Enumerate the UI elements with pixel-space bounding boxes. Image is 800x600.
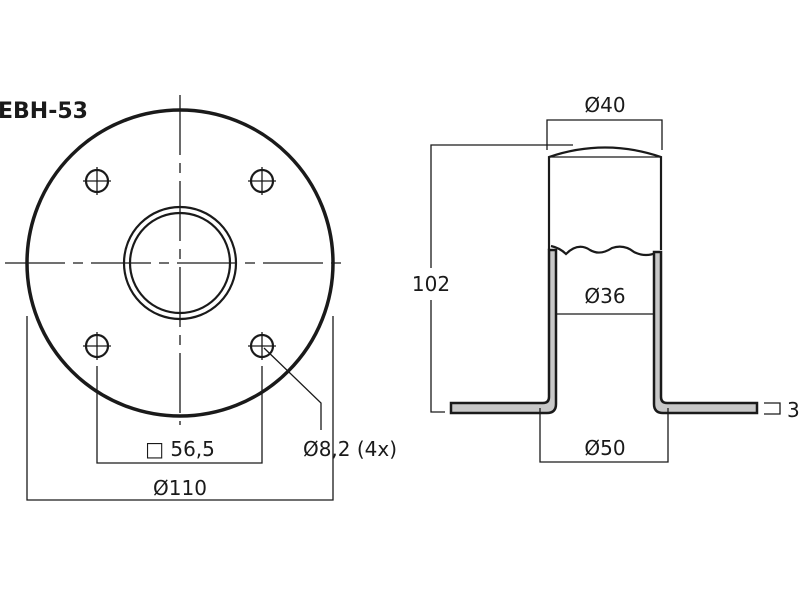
tube-outer-circle xyxy=(122,205,238,321)
bolt-holes xyxy=(83,167,276,360)
bolt-hole xyxy=(248,167,276,195)
hole-diameter-label: Ø8,2 (4x) xyxy=(303,437,397,461)
base-diameter-dimension xyxy=(539,408,669,463)
tube-outline xyxy=(547,146,663,250)
height-label: 102 xyxy=(412,272,450,296)
bolt-hole xyxy=(83,332,111,360)
front-view: □ 56,5 Ø110 Ø8,2 (4x) xyxy=(5,95,397,501)
outer-diameter-dimension xyxy=(26,316,334,501)
tube-inner-circle xyxy=(128,211,232,315)
bolt-spacing-dimension xyxy=(96,366,263,464)
outer-diameter-label: Ø110 xyxy=(153,476,207,500)
bolt-spacing-label: □ 56,5 xyxy=(145,437,215,461)
inner-diameter-label: Ø36 xyxy=(584,284,625,308)
model-title: EBH-53 xyxy=(0,99,88,124)
side-view: Ø40 102 Ø36 Ø50 3 xyxy=(412,93,800,463)
top-diameter-label: Ø40 xyxy=(584,93,625,117)
bolt-hole xyxy=(248,332,276,360)
hole-leader-line xyxy=(263,347,322,430)
break-line xyxy=(550,244,659,257)
left-wall-section xyxy=(449,248,558,415)
top-diameter-dimension xyxy=(546,119,663,150)
base-diameter-label: Ø50 xyxy=(584,436,625,460)
bolt-hole xyxy=(83,167,111,195)
thickness-dimension xyxy=(764,402,781,415)
height-dimension-bottom xyxy=(430,300,445,413)
right-wall-section xyxy=(652,250,759,415)
flange-outline xyxy=(25,108,335,418)
thickness-label: 3 xyxy=(787,398,800,422)
height-dimension-top xyxy=(430,144,573,268)
